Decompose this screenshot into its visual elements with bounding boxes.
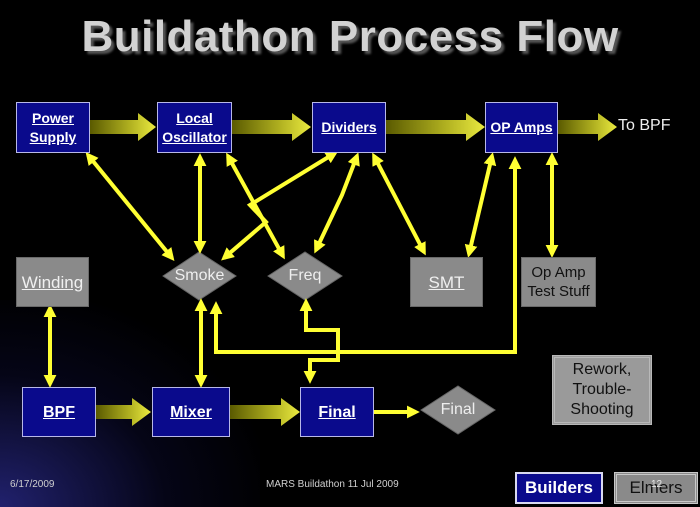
final-test-diamond [420, 385, 496, 435]
arrow-opamps-smoke-return [209, 156, 522, 354]
arrow-dividers-freq [314, 152, 360, 254]
arrow-power-smoke [85, 152, 175, 261]
rework-box[interactable]: Rework, Trouble- Shooting [552, 355, 652, 425]
arrow-lo-freq [226, 152, 285, 260]
dividers-box[interactable]: Dividers [312, 102, 386, 153]
to-bpf-label: To BPF [618, 117, 671, 134]
footer-date: 6/17/2009 [10, 479, 55, 490]
yellow-connectors [43, 150, 559, 419]
builders-button[interactable]: Builders [515, 472, 603, 504]
footer-event: MARS Buildathon 11 Jul 2009 [266, 479, 399, 490]
arrow-freq-final [299, 298, 340, 384]
winding-box[interactable]: Winding [16, 257, 89, 307]
final-test-label[interactable]: Final [440, 401, 476, 418]
arrow-dividers-smt [372, 152, 426, 256]
footer-page-number: 12 [651, 479, 663, 490]
arrow-mixer-to-final [230, 398, 300, 426]
smoke-label[interactable]: Smoke [174, 267, 225, 284]
power-supply-box[interactable]: Power Supply [16, 102, 90, 153]
slide-title: Buildathon Process Flow [81, 12, 619, 61]
smt-box[interactable]: SMT [410, 257, 483, 307]
local-oscillator-box[interactable]: Local Oscillator [157, 102, 232, 153]
op-amps-box[interactable]: OP Amps [485, 102, 558, 153]
arrow-bpf-to-mixer [96, 398, 151, 426]
arrow-lo-to-dividers [232, 113, 311, 141]
arrow-power-to-lo [90, 113, 156, 141]
main-flow-arrows [90, 113, 617, 426]
elmers-button[interactable]: Elmers [614, 472, 698, 504]
bpf-box[interactable]: BPF [22, 387, 96, 437]
arrow-dividers-to-opamps [386, 113, 485, 141]
op-amp-test-box[interactable]: Op Amp Test Stuff [521, 257, 596, 307]
freq-label[interactable]: Freq [288, 267, 322, 284]
arrow-opamps-to-bpf [558, 113, 617, 141]
mixer-box[interactable]: Mixer [152, 387, 230, 437]
arrow-opamps-smt [464, 152, 497, 258]
final-box[interactable]: Final [300, 387, 374, 437]
